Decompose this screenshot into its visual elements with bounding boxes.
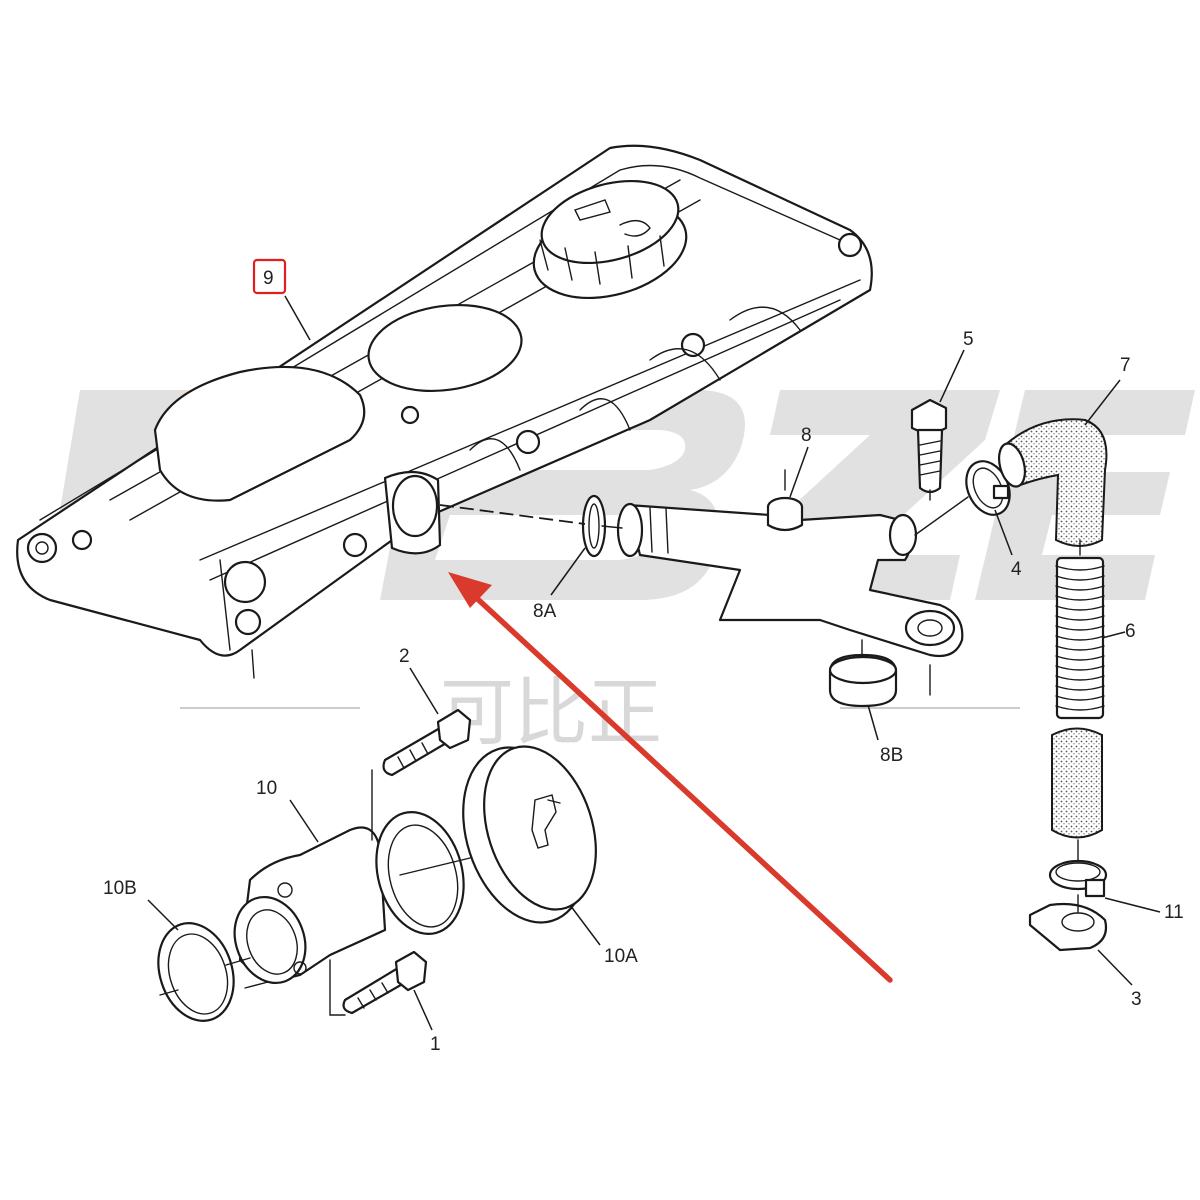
callout-9: 9	[263, 268, 274, 289]
gasket-part-10b	[157, 922, 235, 1022]
grommet-part-8b	[828, 653, 898, 708]
callout-8a: 8A	[533, 601, 557, 622]
filler-cap-part-10a	[462, 745, 597, 924]
callout-8b: 8B	[880, 745, 903, 766]
leader-lines	[147, 295, 1161, 1031]
callout-4: 4	[1011, 559, 1022, 580]
callout-5: 5	[963, 329, 974, 350]
bracket-part-3	[1028, 902, 1108, 952]
valve-cover-part-9	[16, 144, 873, 679]
callout-6: 6	[1125, 621, 1136, 642]
callout-3: 3	[1131, 989, 1142, 1010]
assembly-lines	[159, 469, 1081, 996]
callout-1: 1	[430, 1034, 441, 1055]
filler-neck-part-10	[233, 769, 465, 1016]
clamp-part-11	[1048, 859, 1108, 898]
highlight-box-part-9	[252, 258, 287, 295]
elbow-hose-part-7	[997, 418, 1108, 547]
callout-10a: 10A	[604, 946, 638, 967]
bolt-part-5	[910, 398, 948, 494]
corrugated-tube-part-6	[1051, 556, 1105, 839]
callout-7: 7	[1120, 355, 1131, 376]
callout-10b: 10B	[103, 878, 137, 899]
bolt-part-2	[382, 708, 472, 777]
callout-10: 10	[256, 778, 277, 799]
watermark-chinese-text: 可比正	[440, 670, 662, 756]
breather-tube-part-8	[616, 496, 964, 696]
red-pointer-arrow	[448, 572, 893, 983]
callout-11: 11	[1164, 902, 1184, 923]
arrowhead	[448, 572, 492, 608]
callout-labels: 9 5 7 8 4 6 8A 8B 2 10 10B 10A 1 11 3	[103, 258, 1184, 1055]
callout-8: 8	[801, 425, 812, 446]
bolt-part-1	[342, 950, 428, 1015]
callout-2: 2	[399, 646, 410, 667]
